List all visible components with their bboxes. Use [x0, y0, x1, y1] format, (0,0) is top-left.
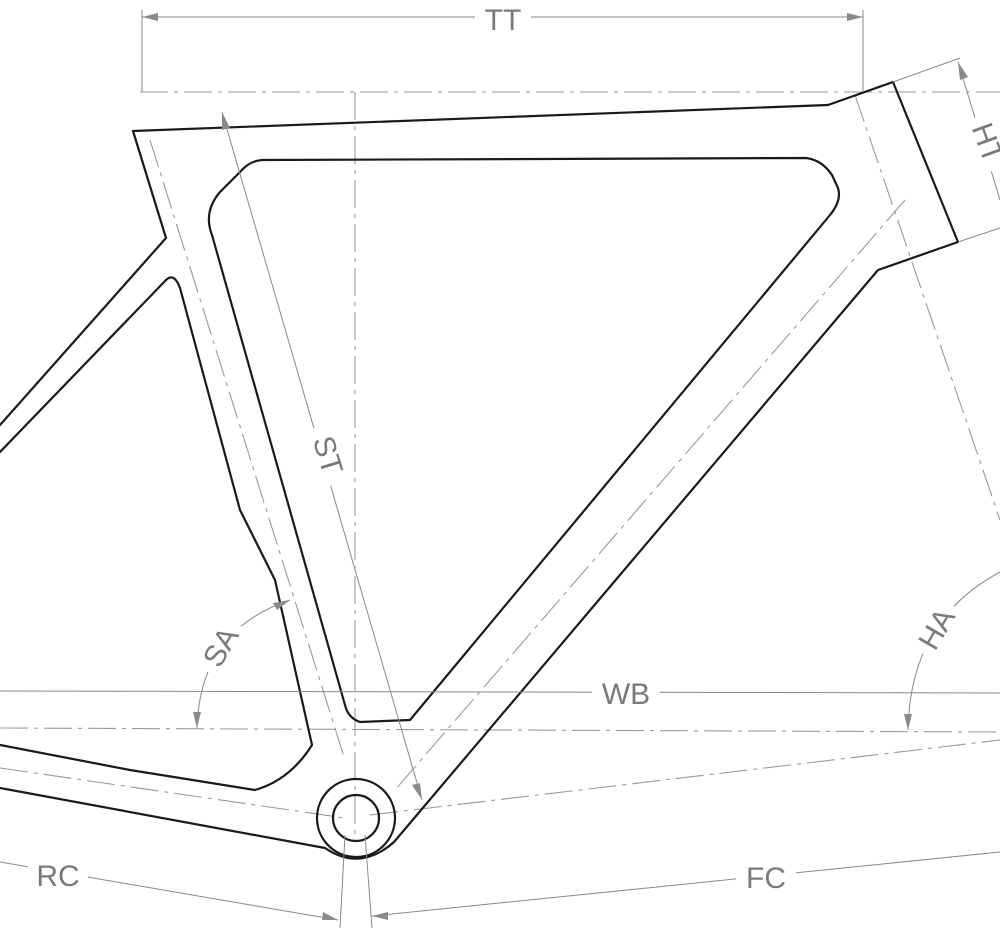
bottom-bracket-outer: [315, 777, 397, 859]
seat-tube-axis: [149, 139, 346, 761]
top-tube-dimension: TT: [141, 2, 864, 92]
front-center-line: [369, 739, 1000, 816]
seatstay-inner: [0, 276, 314, 747]
seat-tube-dimension: ST: [221, 111, 423, 801]
front-center-dimension: FC: [364, 834, 1000, 928]
chainstay-centerline: [0, 767, 346, 819]
bottom-bracket-inner: [331, 793, 381, 843]
frame-outer-contour: [0, 80, 960, 860]
main-triangle-inner: [207, 156, 841, 724]
wheelbase-label: WB: [602, 678, 650, 711]
seat-cluster: [0, 129, 168, 427]
frame-outline: [0, 80, 960, 860]
centerlines: [0, 91, 1000, 840]
rear-center-dimension: RC: [0, 834, 346, 928]
front-center-label: FC: [746, 862, 786, 895]
seat-angle-dimension: SA: [191, 599, 291, 729]
head-tube-axis: [854, 94, 1000, 521]
head-angle-dimension: HA: [904, 571, 1000, 731]
chainstay-inner: [0, 743, 314, 792]
wheelbase-dimension: WB: [0, 676, 1000, 711]
bottom-bracket-horizontal: [0, 727, 1000, 733]
rear-center-label: RC: [36, 860, 79, 893]
downtube-centerline: [394, 199, 906, 791]
head-tube-dimension: HT: [892, 57, 1000, 243]
top-tube-label: TT: [485, 4, 522, 37]
